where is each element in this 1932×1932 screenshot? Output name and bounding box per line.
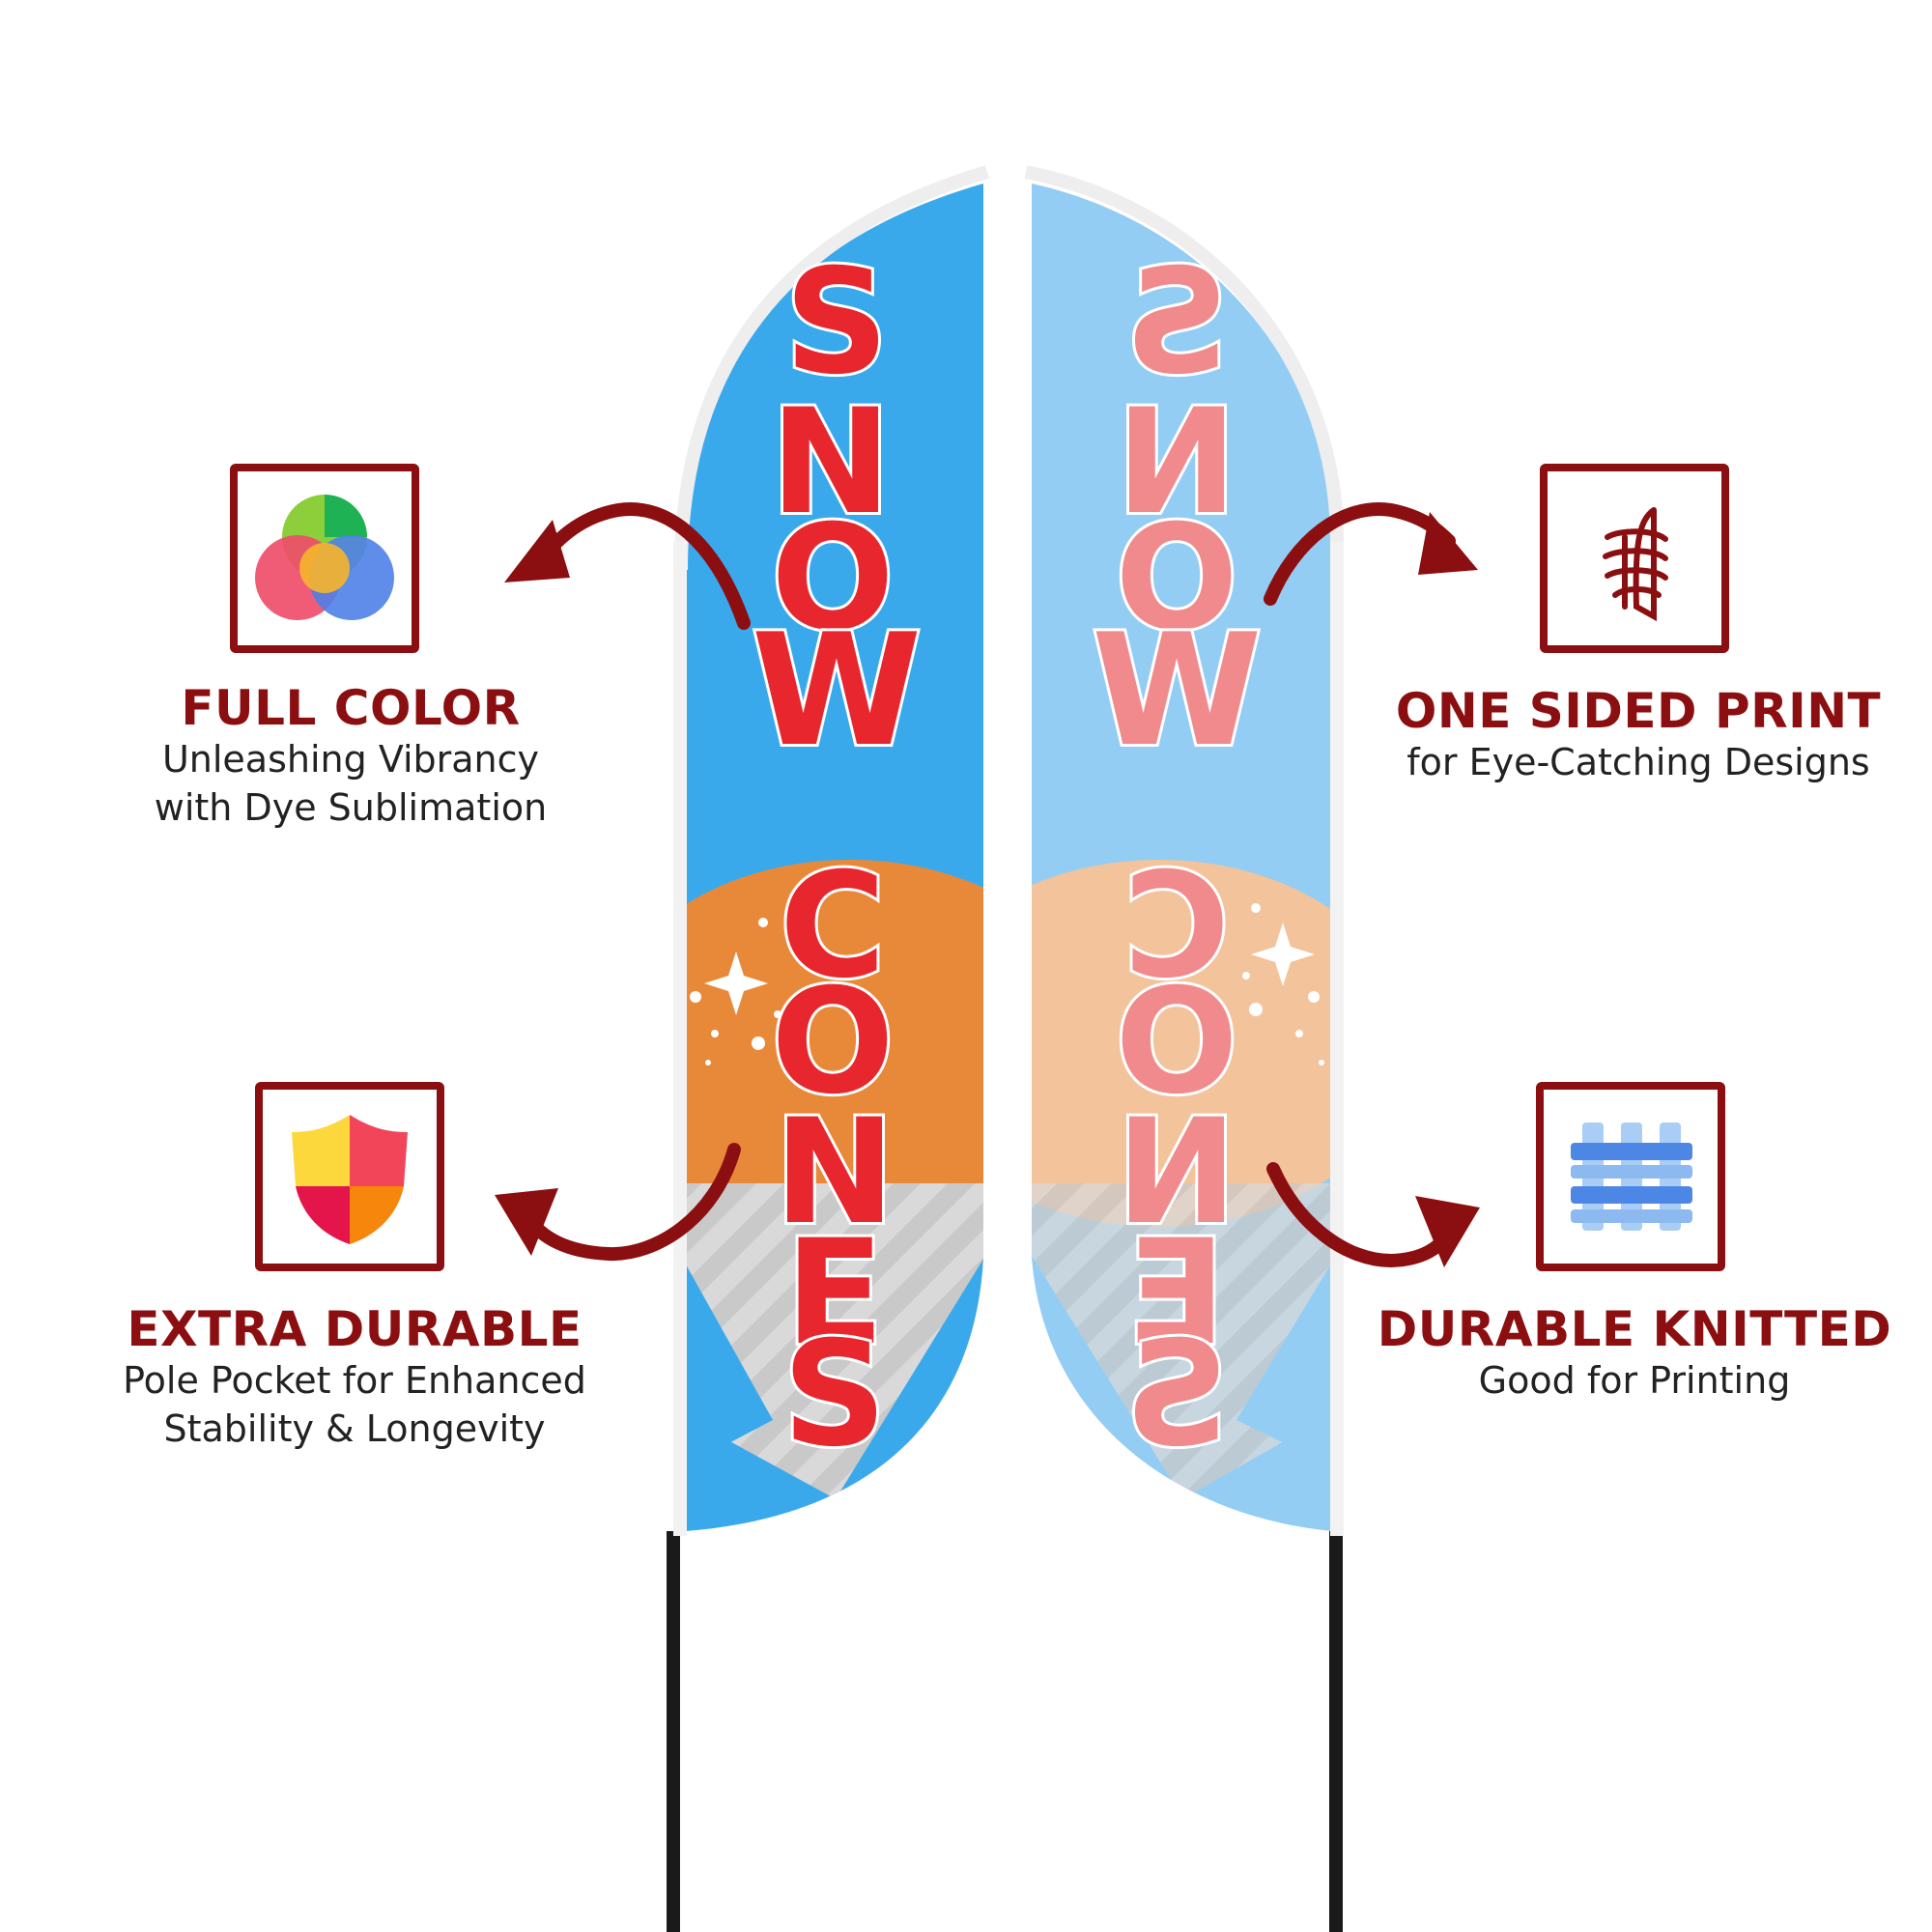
feature-description: Unleashing Vibrancy with Dye Sublimation [154,738,548,829]
right-letter: S [1124,1311,1229,1479]
right-letter: C [1123,842,1230,1010]
right-letter: N [1116,379,1237,547]
arrow-to-extra-durable [523,1143,741,1262]
feature-full-color: FULL COLOR Unleashing Vibrancy with Dye … [51,681,650,832]
left-letter: S [782,1311,887,1479]
durable-knitted-icon-box [1536,1082,1725,1271]
feature-title: DURABLE KNITTED [1377,1301,1892,1357]
left-pole [667,1531,680,1932]
sparkle-icon [1251,923,1315,986]
left-flag [673,165,989,1536]
feature-title: EXTRA DURABLE [127,1301,582,1357]
one-sided-icon-box [1540,464,1729,653]
right-letter: W [1092,600,1262,781]
left-letter: N [774,1089,895,1257]
color-wheel-icon [255,495,394,620]
print-bleed-icon [1603,507,1668,622]
full-color-icon-box [230,464,419,653]
left-letter: O [771,495,895,663]
right-letter: O [1115,958,1238,1126]
feature-description: for Eye-Catching Designs [1406,741,1870,783]
feature-title: ONE SIDED PRINT [1395,683,1882,739]
right-letter: S [1124,239,1229,407]
left-letter: S [784,239,889,407]
left-letter: E [785,1209,884,1378]
sparkle-icon [704,952,768,1015]
left-letter: O [771,958,895,1126]
right-pole [1329,1531,1343,1932]
feature-description: Pole Pocket for Enhanced Stability & Lon… [123,1359,586,1450]
feature-durable-knitted: DURABLE KNITTED Good for Printing [1335,1302,1932,1405]
knit-fabric-icon [1571,1122,1692,1231]
left-letter: N [770,379,892,547]
right-letter: N [1116,1089,1237,1257]
right-letter: E [1127,1209,1226,1378]
feature-title: FULL COLOR [181,680,521,736]
right-letter: O [1115,495,1238,663]
extra-durable-icon-box [255,1082,444,1271]
arrow-to-knitted [1266,1162,1456,1268]
left-letter: C [780,842,886,1010]
left-letter: W [752,600,922,781]
feature-one-sided-print: ONE SIDED PRINT for Eye-Catching Designs [1339,684,1932,786]
feature-description: Good for Printing [1478,1359,1791,1402]
shield-icon [292,1115,408,1244]
arrow-to-full-color [534,502,751,630]
feature-extra-durable: EXTRA DURABLE Pole Pocket for Enhanced S… [55,1302,654,1453]
